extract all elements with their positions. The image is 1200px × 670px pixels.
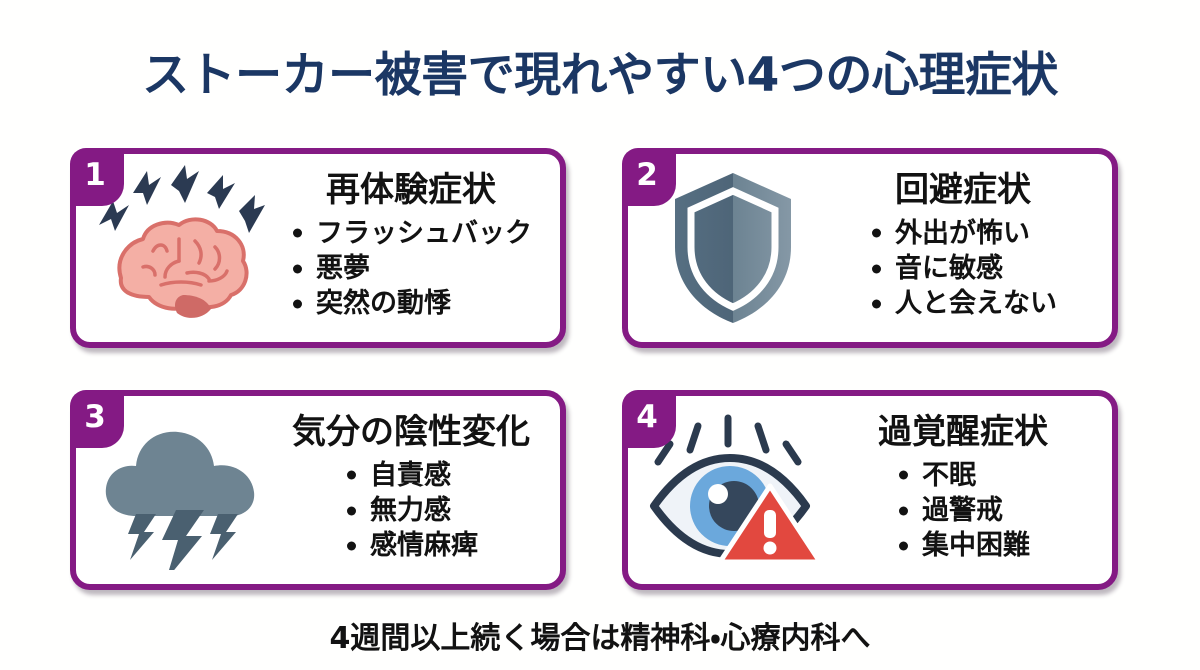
list-item: 音に敏感 [869,251,1057,286]
list-item: 無力感 [344,493,478,528]
footer-note: 4週間以上続く場合は精神科・心療内科へ [329,621,871,656]
card-bullets-3: 自責感 無力感 感情麻痺 [344,458,478,563]
list-item: 悪夢 [290,251,532,286]
card-number-badge-1: 1 [70,148,124,206]
eye-with-warning-icon [638,401,828,579]
symptom-card-1: 1 [70,148,566,348]
card-heading-1: 再体験症状 [326,169,496,210]
card-content-1: 再体験症状 フラッシュバック 悪夢 突然の動悸 [76,154,560,342]
list-item: 自責感 [344,458,478,493]
card-text-3: 気分の陰性変化 自責感 無力感 感情麻痺 [276,415,546,565]
page-title: ストーカー被害で現れやすい4つの心理症状 [142,48,1058,103]
symptom-card-4: 4 [622,390,1118,590]
card-content-3: 気分の陰性変化 自責感 無力感 感情麻痺 [76,396,560,584]
storm-cloud-icon [86,401,276,579]
brain-with-lightning-icon [86,159,276,337]
symptom-card-grid: 1 [70,148,1130,596]
list-item: フラッシュバック [290,216,532,251]
card-text-4: 過覚醒症状 不眠 過警戒 集中困難 [828,415,1098,565]
card-number-badge-3: 3 [70,390,124,448]
card-heading-3: 気分の陰性変化 [292,411,530,452]
card-text-2: 回避症状 外出が怖い 音に敏感 人と会えない [828,173,1098,323]
card-number-badge-2: 2 [622,148,676,206]
list-item: 突然の動悸 [290,286,532,321]
card-text-1: 再体験症状 フラッシュバック 悪夢 突然の動悸 [276,173,546,323]
card-heading-4: 過覚醒症状 [878,411,1048,452]
list-item: 外出が怖い [869,216,1057,251]
list-item: 過警戒 [896,493,1030,528]
card-bullets-1: フラッシュバック 悪夢 突然の動悸 [290,216,532,321]
list-item: 感情麻痺 [344,528,478,563]
list-item: 不眠 [896,458,1030,493]
card-bullets-2: 外出が怖い 音に敏感 人と会えない [869,216,1057,321]
shield-icon [638,159,828,337]
card-heading-2: 回避症状 [895,169,1031,210]
list-item: 人と会えない [869,286,1057,321]
card-content-2: 回避症状 外出が怖い 音に敏感 人と会えない [628,154,1112,342]
card-content-4: 過覚醒症状 不眠 過警戒 集中困難 [628,396,1112,584]
symptom-card-2: 2 [622,148,1118,348]
list-item: 集中困難 [896,528,1030,563]
card-bullets-4: 不眠 過警戒 集中困難 [896,458,1030,563]
symptom-card-3: 3 気分の陰性変化 自責感 無力感 感情麻痺 [70,390,566,590]
card-number-badge-4: 4 [622,390,676,448]
